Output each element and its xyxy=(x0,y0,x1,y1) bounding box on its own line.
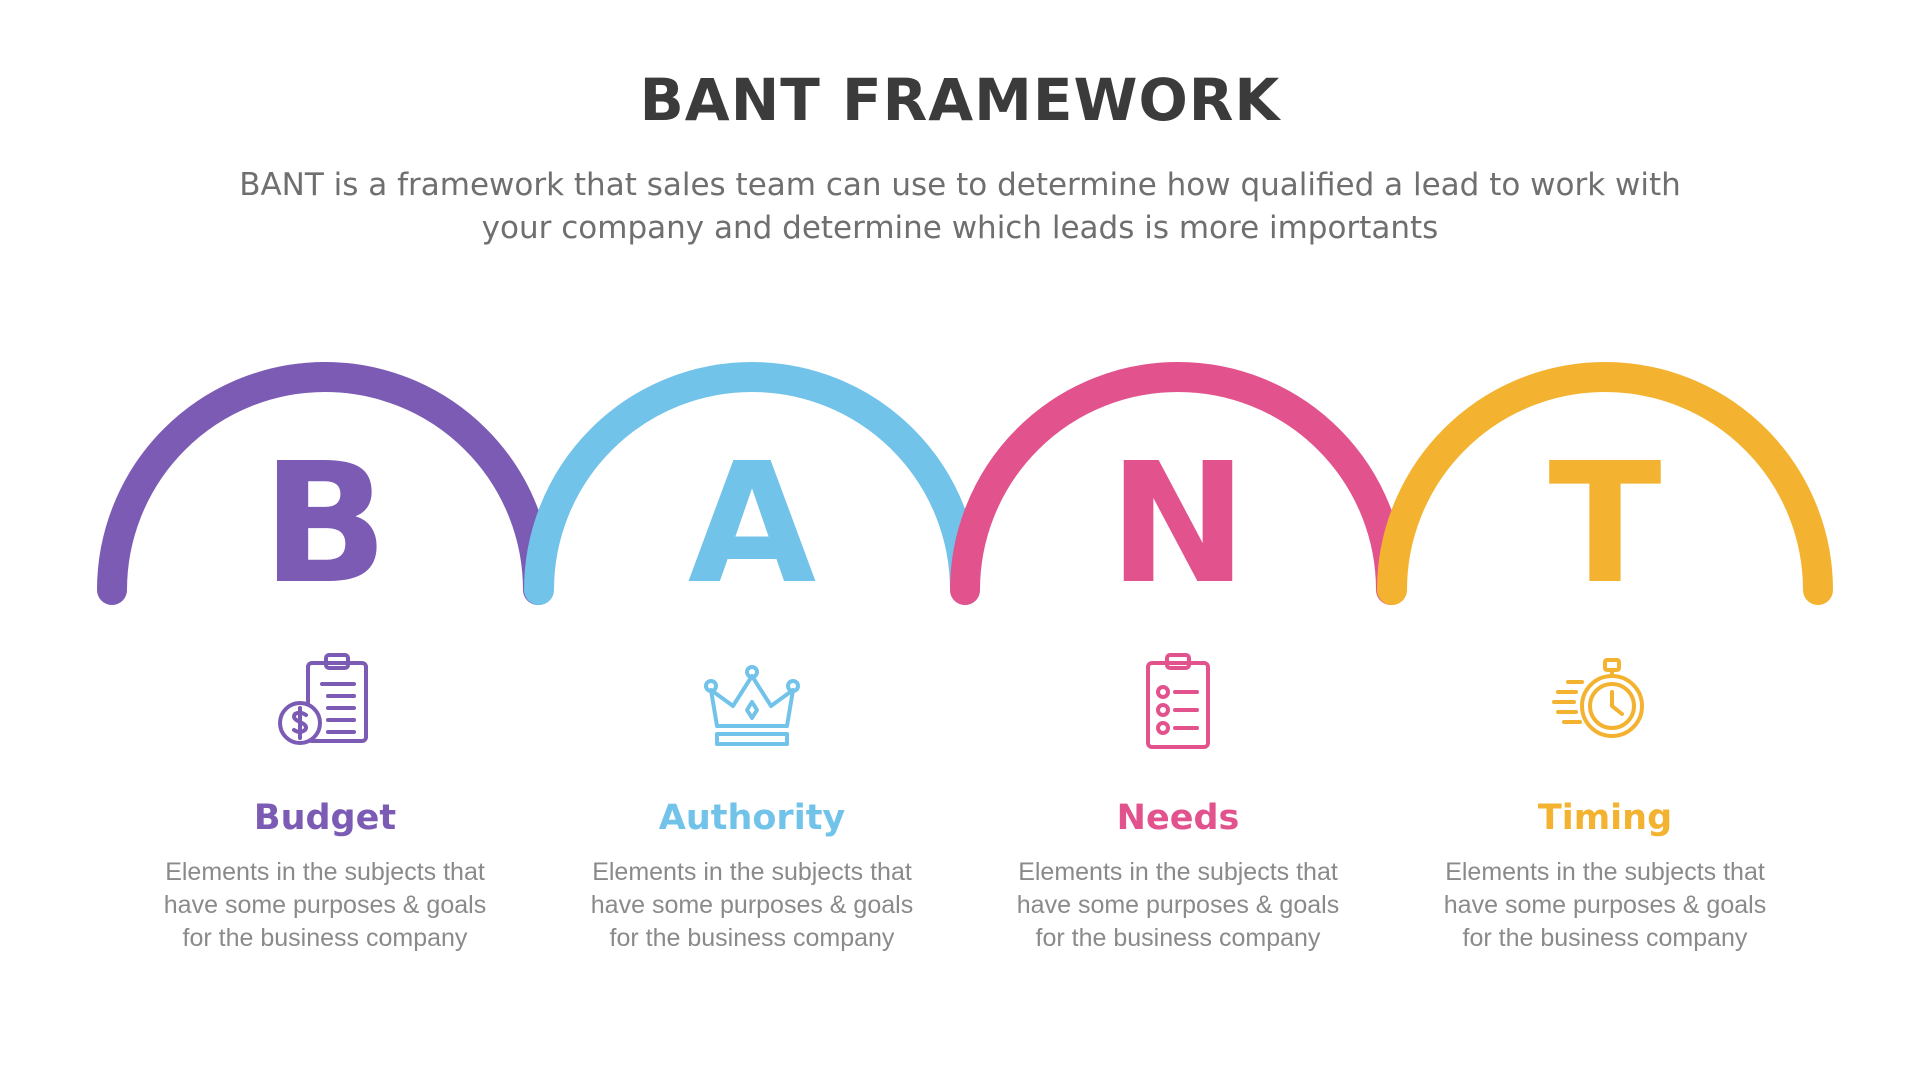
description-line: have some purposes & goals xyxy=(1443,891,1767,919)
step-label-authority: Authority xyxy=(658,798,846,838)
step-label-timing: Timing xyxy=(1537,798,1673,838)
letter-b: B xyxy=(261,428,389,621)
description-line: have some purposes & goals xyxy=(590,891,914,919)
stopwatch-icon xyxy=(1550,648,1660,758)
arc-timing xyxy=(1377,362,1833,605)
letter-a: A xyxy=(687,428,817,621)
description-line: Elements in the subjects that xyxy=(165,858,485,886)
step-description-timing: Elements in the subjects that have some … xyxy=(1405,856,1805,955)
arc-needs xyxy=(950,362,1406,605)
description-line: have some purposes & goals xyxy=(1016,891,1340,919)
description-line: have some purposes & goals xyxy=(163,891,487,919)
page-title: BANT FRAMEWORK xyxy=(639,66,1281,134)
arc-budget xyxy=(97,362,553,605)
subtitle-line: your company and determine which leads i… xyxy=(481,210,1439,246)
description-line: for the business company xyxy=(1462,924,1748,952)
budget-clipboard-coin-icon xyxy=(270,648,380,758)
step-description-authority: Elements in the subjects that have some … xyxy=(552,856,952,955)
step-label-needs: Needs xyxy=(1116,798,1240,838)
subtitle-line: BANT is a framework that sales team can … xyxy=(239,167,1681,203)
description-line: Elements in the subjects that xyxy=(592,858,912,886)
description-line: for the business company xyxy=(182,924,468,952)
page-subtitle: BANT is a framework that sales team can … xyxy=(160,164,1760,250)
arc-authority xyxy=(524,362,980,605)
step-description-budget: Elements in the subjects that have some … xyxy=(125,856,525,955)
step-description-needs: Elements in the subjects that have some … xyxy=(978,856,1378,955)
crown-icon xyxy=(697,648,807,758)
description-line: for the business company xyxy=(1035,924,1321,952)
letter-n: N xyxy=(1108,428,1248,621)
description-line: Elements in the subjects that xyxy=(1018,858,1338,886)
step-label-budget: Budget xyxy=(253,798,397,838)
letter-t: T xyxy=(1548,428,1662,621)
checklist-clipboard-icon xyxy=(1123,648,1233,758)
description-line: for the business company xyxy=(609,924,895,952)
description-line: Elements in the subjects that xyxy=(1445,858,1765,886)
